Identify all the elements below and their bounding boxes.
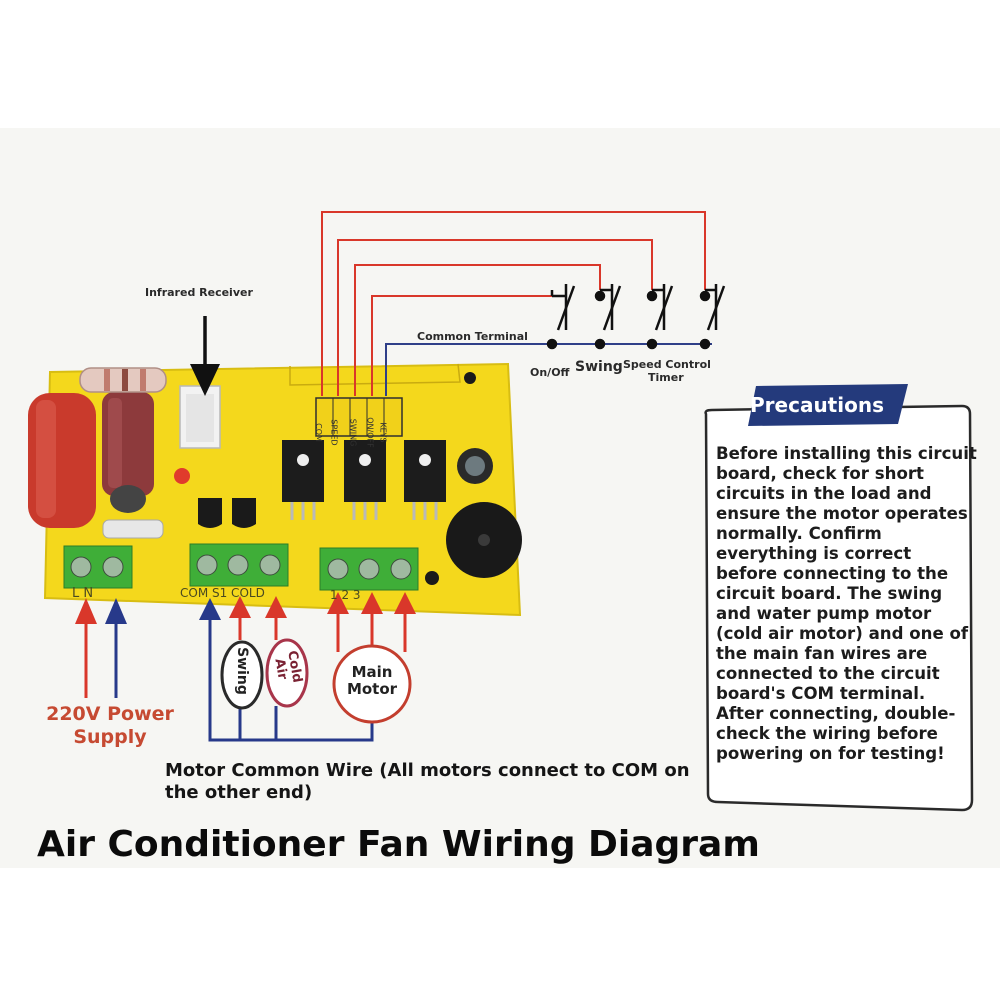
connector-label-speed: SPEED xyxy=(329,419,339,446)
swing-motor-label: Swing xyxy=(234,647,250,695)
buzzer xyxy=(446,502,522,578)
motor-terminal-silkscreen: COM S1 COLD xyxy=(180,586,265,600)
infrared-receiver-label: Infrared Receiver xyxy=(145,286,253,299)
connector-label-com: COM xyxy=(313,423,323,442)
precautions-body: Before installing this circuit board, ch… xyxy=(716,444,977,763)
cold-air-motor-label: Cold Air xyxy=(271,649,305,684)
connector-label-onoff: ON/OFF xyxy=(365,417,375,448)
main-motor-label: Main Motor xyxy=(346,663,398,698)
common-terminal-label: Common Terminal xyxy=(417,330,528,343)
cold-air-motor xyxy=(265,638,309,708)
on-off-label: On/Off xyxy=(530,366,570,379)
timer-label: Timer xyxy=(648,371,684,384)
precautions-box xyxy=(704,384,974,812)
brown-capacitor xyxy=(102,392,154,513)
small-transistors xyxy=(198,498,256,528)
fuse xyxy=(102,519,164,539)
speed-control-label: Speed Control xyxy=(623,358,711,371)
power-supply-wires xyxy=(75,598,127,698)
diagram-title: Air Conditioner Fan Wiring Diagram xyxy=(37,824,760,865)
motor-common-wire-label: Motor Common Wire (All motors connect to… xyxy=(165,760,690,803)
speed-terminal-silkscreen: 1 2 3 xyxy=(330,588,361,602)
signal-connector xyxy=(315,397,403,437)
motor-wires xyxy=(199,592,416,742)
infrared-arrow xyxy=(190,316,220,396)
power-terminal-block xyxy=(63,545,133,589)
red-capacitor xyxy=(28,393,96,528)
electrolytic-capacitor xyxy=(457,448,493,484)
infrared-receiver-connector xyxy=(179,385,221,449)
power-supply-label: 220V Power Supply xyxy=(46,703,174,748)
switch-wires xyxy=(321,211,706,396)
swing-motor xyxy=(220,640,264,710)
main-motor xyxy=(332,644,412,724)
connector-label-keys: KEYS xyxy=(378,422,388,443)
push-switches xyxy=(546,284,726,350)
power-terminal-silkscreen: L N xyxy=(72,586,94,601)
swing-switch-label: Swing xyxy=(575,359,623,375)
led xyxy=(174,468,190,484)
speed-terminal-block xyxy=(319,547,419,591)
triacs xyxy=(282,440,446,520)
connector-label-swing: SWING xyxy=(348,418,358,447)
precautions-heading: Precautions xyxy=(750,393,884,417)
motor-terminal-block xyxy=(189,543,289,587)
resistor xyxy=(79,367,167,393)
